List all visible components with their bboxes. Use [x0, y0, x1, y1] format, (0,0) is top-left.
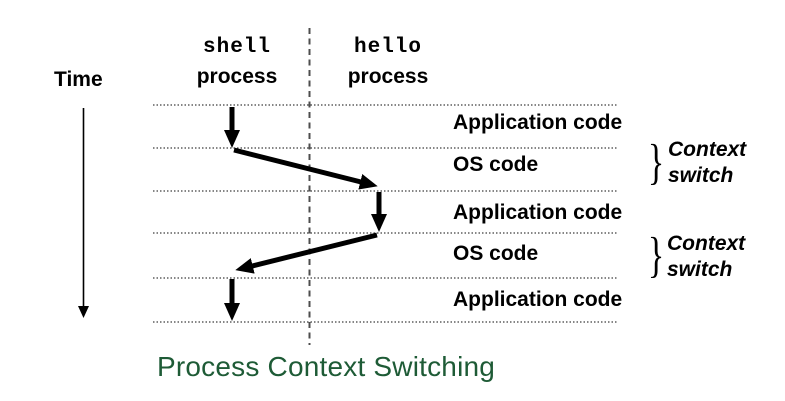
band-label-os-code-1: OS code: [453, 153, 539, 176]
diagram-caption: Process Context Switching: [157, 351, 496, 382]
column-header-hello-process: hello process: [310, 37, 466, 87]
band-label-application-code-1: Application code: [453, 111, 623, 134]
band-label-os-code-2: OS code: [453, 242, 539, 265]
band-label-application-code-2: Application code: [453, 201, 623, 224]
context-switch-brace-1: }: [647, 136, 665, 191]
hello-process-word: process: [347, 65, 429, 88]
timeline-separators: [153, 104, 617, 323]
shell-process-name: shell: [202, 36, 271, 59]
hello-process-name: hello: [353, 36, 422, 59]
band-label-application-code-3: Application code: [453, 288, 623, 311]
column-header-shell-process: shell process: [159, 37, 315, 87]
context-switch-annotation-1-line2: switch: [668, 164, 734, 187]
context-switch-annotation-2-line1: Context: [667, 232, 746, 255]
context-switch-annotation-1: Context switch: [668, 137, 746, 189]
shell-process-word: process: [196, 65, 278, 88]
context-switch-brace-2: }: [647, 229, 665, 284]
flow-arrow-hello-to-shell: [235, 232, 378, 274]
flow-arrow-shell-to-hello: [233, 147, 378, 190]
context-switch-annotation-2-line2: switch: [667, 258, 733, 281]
context-switch-annotation-2: Context switch: [667, 231, 745, 283]
context-switch-annotation-1-line1: Context: [668, 138, 747, 161]
time-label: Time: [54, 68, 103, 91]
